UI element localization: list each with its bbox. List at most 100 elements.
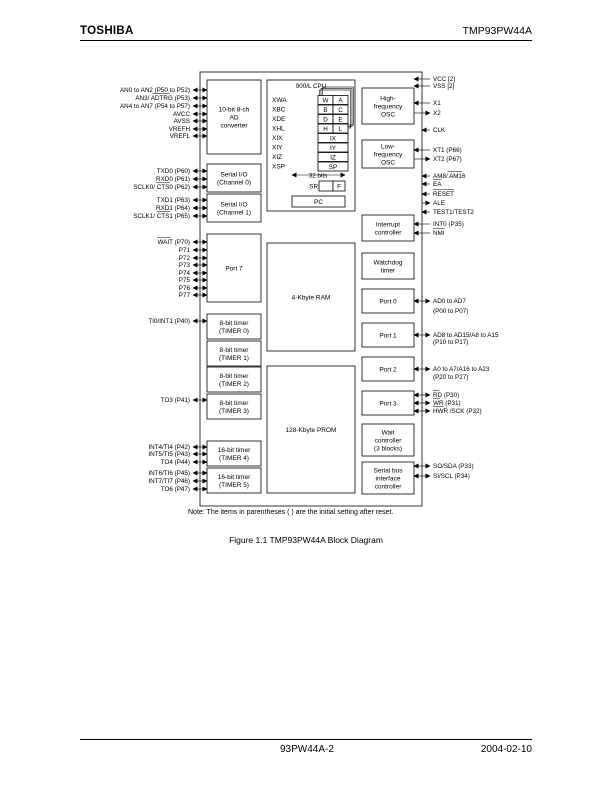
f-label: F xyxy=(337,184,341,191)
port7-pin-label: P74 xyxy=(179,270,191,277)
cpu-register-name: XIZ xyxy=(272,154,282,161)
reset-pin-label: RESET xyxy=(433,191,454,198)
timer5-pin-label: INT7/TI7 (P46) xyxy=(148,478,190,485)
timer-0-block-label: 8-bit timer xyxy=(220,320,250,327)
page-reference: 93PW44A-2 xyxy=(280,744,334,755)
timer-0-block xyxy=(206,313,262,340)
cpu-register-name: XBC xyxy=(272,107,286,114)
timer-3-block xyxy=(206,393,262,420)
watchdog-timer-block-label: Watchdog xyxy=(373,259,402,266)
register-cell xyxy=(317,152,349,162)
brand-logo: TOSHIBA xyxy=(80,25,134,37)
timer3-pin-label: TO3 (P41) xyxy=(161,397,190,404)
port7-pin-label: P77 xyxy=(179,292,191,299)
interrupt-controller-block-label: controller xyxy=(375,229,403,236)
sr-register xyxy=(318,180,334,192)
footer-date: 2004-02-10 xyxy=(480,744,532,755)
wait-controller-block xyxy=(361,423,415,457)
port7-pin-label: P71 xyxy=(179,247,191,254)
pc-label: PC xyxy=(314,199,323,206)
cpu-register-name: XSP xyxy=(272,164,285,171)
high-freq-osc-block xyxy=(361,87,415,125)
port7-pin-label: P76 xyxy=(179,285,191,292)
timer-5-block-label: (TIMER 5) xyxy=(219,482,249,489)
port-7-block xyxy=(206,233,262,303)
register-cell-label: C xyxy=(338,107,343,114)
sio1-pin-label: RXD1 (P64) xyxy=(156,205,190,212)
port2-pin-label: (P20 to P27) xyxy=(433,374,468,381)
wait-controller-block-label: controller xyxy=(375,437,403,444)
rd-pin-label: RD (P30) xyxy=(433,392,459,399)
port-2-block-label: Port 2 xyxy=(379,366,397,373)
int0-pin-label: INT0 (P35) xyxy=(433,221,464,228)
port-1-block xyxy=(361,322,415,348)
timer5-pin-label: TO6 (P47) xyxy=(161,486,190,493)
xt2-pin-label: XT2 (P67) xyxy=(433,156,462,163)
port-3-block-label: Port 3 xyxy=(379,400,397,407)
x1-pin-label: X1 xyxy=(433,100,441,107)
prom-block xyxy=(266,365,356,494)
sio0-pin-label: RXD0 (P61) xyxy=(156,176,190,183)
serial-bus-interface-block xyxy=(361,461,415,495)
timer4-pin-label: INT4/TI4 (P42) xyxy=(148,444,190,451)
register-cell-label: IZ xyxy=(330,155,336,162)
cpu-register-name: XDE xyxy=(272,116,286,123)
header-rule xyxy=(80,40,532,41)
port7-pin-label: P75 xyxy=(179,277,191,284)
interrupt-controller-block xyxy=(361,214,415,242)
register-cell-label: B xyxy=(323,107,327,114)
port-0-block xyxy=(361,288,415,314)
scl-pin-label: SI/SCL (P34) xyxy=(433,473,470,480)
port-2-block xyxy=(361,356,415,382)
test-pin-label: TEST1/TEST2 xyxy=(433,209,474,216)
timer5-pin-label: INT6/TI6 (P45) xyxy=(148,470,190,477)
port2-pin-label: A0 to A7/A16 to A23 xyxy=(433,366,490,373)
port1-pin-label: (P10 to P17) xyxy=(433,339,468,346)
serial-io-1-block-label: (Channel 1) xyxy=(217,209,251,216)
cpu-register-name: XIX xyxy=(272,135,283,142)
timer-2-block-label: (TIMER 2) xyxy=(219,381,249,388)
port-0-block-label: Port 0 xyxy=(379,298,397,305)
timer-1-block-label: 8-bit timer xyxy=(220,347,250,354)
high-freq-osc-block-label: High- xyxy=(380,95,396,102)
port-7-block-label: Port 7 xyxy=(225,265,243,272)
low-freq-osc-block-label: Low- xyxy=(381,143,395,150)
ad-converter-block xyxy=(206,79,262,155)
port7-pin-label: P73 xyxy=(179,262,191,269)
sio0-pin-label: TXD0 (P60) xyxy=(157,168,190,175)
nmi-pin-label: NMI xyxy=(433,230,445,237)
figure-note: Note: The items in parentheses ( ) are t… xyxy=(188,509,394,516)
cpu-register-name: XHL xyxy=(272,126,285,133)
ad-pin-label: AVCC xyxy=(173,111,190,118)
high-freq-osc-block-label: frequency xyxy=(374,103,403,110)
x2-pin-label: X2 xyxy=(433,110,441,117)
pc-register xyxy=(291,195,346,208)
vcc-pin-label: VCC [2] xyxy=(433,76,455,83)
timer4-pin-label: TO4 (P44) xyxy=(161,459,190,466)
ad-pin-label: AN4 to AN7 (P54 to P57) xyxy=(120,103,190,110)
bit-width-label: 32 bits xyxy=(309,173,328,180)
ad-pin-label: AN0 to AN2 (P50 to P52) xyxy=(120,87,190,94)
hwr-pin-label: HWR /SCK (P32) xyxy=(433,408,482,415)
vss-pin-label: VSS [2] xyxy=(433,83,455,90)
ad-pin-label: AN3/ ADTRG (P53) xyxy=(135,95,190,102)
serial-io-1-block-label: Serial I/O xyxy=(220,201,247,208)
sr-label: SR xyxy=(309,184,318,191)
timer-3-block-label: 8-bit timer xyxy=(220,400,250,407)
high-freq-osc-block-label: OSC xyxy=(381,111,395,118)
register-cell xyxy=(332,104,349,115)
serial-io-1-block xyxy=(206,193,262,223)
prom-block-label: 128-Kbyte PROM xyxy=(286,427,337,434)
f-register xyxy=(332,180,346,192)
watchdog-timer-block-label: timer xyxy=(381,267,396,274)
register-cell xyxy=(332,114,349,124)
ea-pin-label: EA xyxy=(433,181,442,188)
footer-rule xyxy=(80,739,532,740)
timer0-pin-label: TI0/INT1 (P40) xyxy=(148,318,190,325)
cpu-register-name: XIY xyxy=(272,145,283,152)
timer-5-block xyxy=(206,467,262,494)
sio1-pin-label: SCLK1/ CTS1 (P65) xyxy=(133,213,190,220)
timer-4-block-label: (TIMER 4) xyxy=(219,455,249,462)
timer-4-block xyxy=(206,440,262,467)
